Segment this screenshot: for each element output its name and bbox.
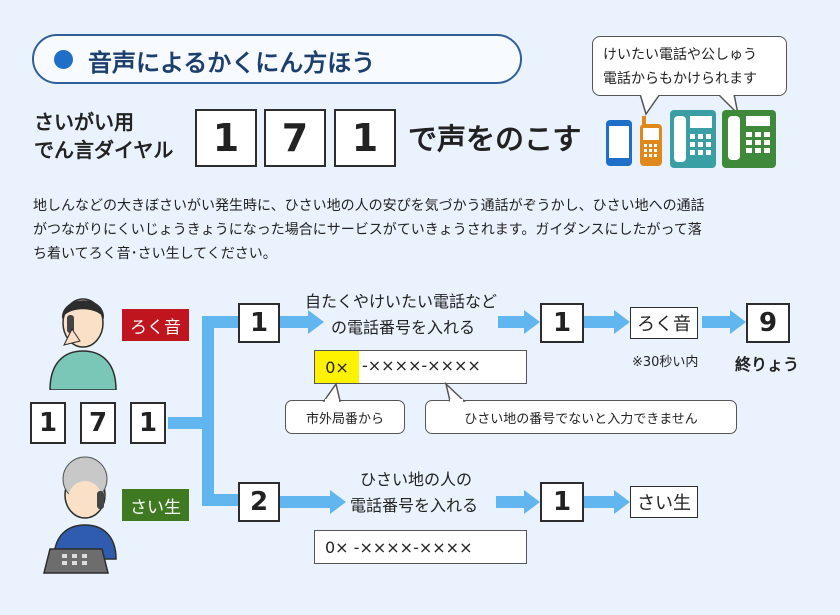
record-step-key: 1 [238, 303, 280, 343]
playback-number: 0× -××××-×××× [325, 537, 473, 557]
service-digit-1b: 1 [334, 109, 396, 167]
record-tag: ろく音 [122, 309, 189, 341]
record-instruction-line2: の電話番号を入れる [331, 318, 476, 337]
woman-on-phone-icon [53, 456, 117, 560]
service-name-line1: さいがい用 [34, 110, 134, 134]
playback-tag: さい生 [122, 489, 189, 521]
record-instruction-line1: 自たくやけいたい電話など [305, 292, 498, 311]
area-code-highlight: 0× [315, 351, 359, 383]
phone-bubble-line1: けいたい電話や公しゅう [603, 47, 757, 63]
area-code-note: 市外局番から [285, 400, 405, 434]
tagline: で声をのこす [408, 122, 582, 156]
feature-phone-icon [640, 116, 662, 166]
title-dot-icon [54, 50, 73, 69]
dial-digit-1b: 1 [130, 402, 166, 444]
note-bubble-tails [322, 382, 466, 402]
end-label: 終りょう [735, 355, 800, 374]
disaster-number-note: ひさい地の番号でないと入力できません [425, 400, 737, 434]
playback-tag-label: さい生 [130, 497, 181, 518]
dial-digit-7: 7 [80, 402, 116, 444]
desk-phone-icon [43, 548, 109, 574]
playback-step-key: 2 [238, 482, 280, 522]
phone-bubble [592, 36, 787, 96]
man-on-phone-icon [49, 298, 117, 390]
area-code-note-text: 市外局番から [305, 411, 384, 427]
record-action: ろく音 [630, 307, 698, 339]
page-title: 音声によるかくにん方ほう [88, 49, 376, 77]
description-line2: がつながりにくいじょうきょうになった場合にサービスがていきょうされます。ガイダン… [33, 222, 702, 238]
service-digit-1: 1 [195, 109, 257, 167]
payphone-icon [722, 110, 776, 168]
record-tag-label: ろく音 [130, 317, 181, 338]
end-key: 9 [746, 303, 790, 343]
title-pill: 音声によるかくにん方ほう [32, 34, 522, 84]
time-note: ※30秒い内 [632, 355, 699, 370]
service-digit-7: 7 [264, 109, 326, 167]
dial-digit-1: 1 [30, 402, 66, 444]
service-name-line2: でん言ダイヤル [34, 138, 174, 162]
area-code: 0× [325, 357, 349, 377]
playback-instruction-line2: 電話番号を入れる [350, 496, 479, 515]
playback-instruction-line1: ひさい地の人の [360, 470, 473, 489]
record-confirm-key: 1 [540, 303, 584, 343]
disaster-number-note-text: ひさい地の番号でないと入力できません [464, 411, 698, 427]
description-line3: ち着いてろく音･さい生してください。 [33, 246, 277, 262]
office-phone-icon [670, 110, 716, 168]
playback-number-box: 0× -××××-×××× [314, 530, 527, 564]
record-number-rest: -××××-×××× [362, 356, 481, 375]
playback-action: さい生 [630, 486, 698, 518]
playback-confirm-key: 1 [540, 482, 584, 522]
phone-bubble-line2: 電話からもかけられます [603, 71, 757, 87]
smartphone-icon [606, 120, 632, 166]
description-line1: 地しんなどの大きぼさいがい発生時に、ひさい地の人の安ぴを気づかう通話がぞうかし、… [33, 198, 705, 214]
